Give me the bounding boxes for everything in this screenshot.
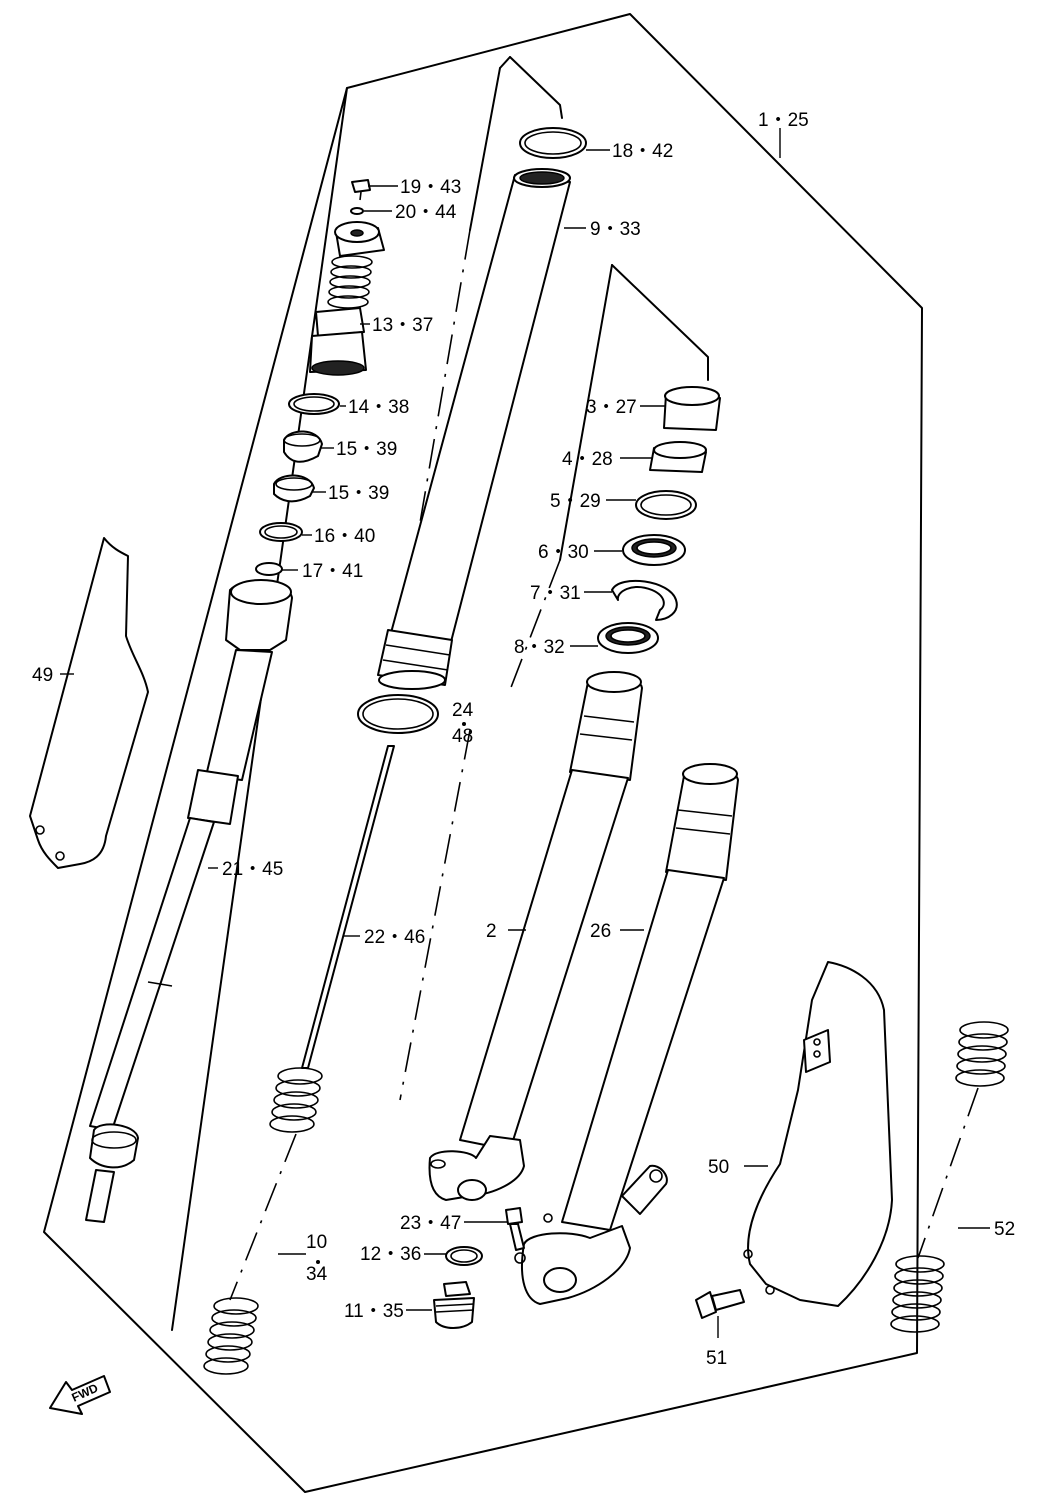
fwd-arrow-icon: FWD [49,1375,111,1415]
bushing-part-4 [649,441,707,473]
callout-9-33: 9・33 [590,219,641,240]
fork-spring-part-52 [890,1021,1009,1333]
ring-part-14 [288,393,340,415]
callout-18-42: 18・42 [612,141,673,162]
outer-tube-part-9 [377,168,571,690]
callout-11-35: 11・35 [344,1301,404,1322]
fork-guard-part-49 [29,537,149,869]
callout-13-37: 13・37 [372,315,433,336]
gasket-part-12 [445,1246,483,1266]
spacer-rod-part-22 [301,745,395,1069]
bolt-part-19 [351,179,371,201]
callout-4-28: 4・28 [562,449,613,470]
callout-1-25: 1・25 [758,110,809,131]
oil-seal-part-6 [622,534,686,566]
washer-part-5 [635,490,697,520]
callout-19-43: 19・43 [400,177,461,198]
callout-20-44: 20・44 [395,202,457,223]
bushing-part-15a [283,430,323,463]
callout-10: 10 [306,1232,327,1253]
bushing-part-3 [663,386,721,431]
bolt-part-51 [695,1289,745,1319]
callout-52: 52 [994,1219,1015,1240]
o-ring-part-18 [519,127,587,159]
callout-7-31: 7・31 [530,583,581,604]
dust-seal-part-8 [597,622,659,654]
callout-14-38: 14・38 [348,397,409,418]
washer-part-20 [350,207,364,215]
callout-23-47: 23・47 [400,1213,461,1234]
callout-3-27: 3・27 [586,397,637,418]
inner-tube-part-26 [514,763,739,1305]
damper-rod-part-21 [85,579,293,1223]
callout-48: 48 [452,726,473,747]
bolt-part-23 [505,1207,525,1251]
leader-lines [60,128,990,1338]
snap-ring-part-17 [255,562,283,576]
bushing-part-15b [273,474,315,503]
callout-12-36: 12・36 [360,1244,421,1265]
callout-15-39-b: 15・39 [328,483,389,504]
callout-5-29: 5・29 [550,491,601,512]
inner-tube-part-2 [428,671,643,1201]
stopper-ring-part-7 [611,579,678,621]
callout-49: 49 [32,665,53,686]
callout-16-40: 16・40 [314,526,375,547]
callout-34: 34 [306,1264,328,1285]
callout-21-45: 21・45 [222,859,283,880]
callout-8-32: 8・32 [514,637,565,658]
cap-spring [327,255,373,309]
fork-cap-part-13 [309,221,385,376]
callout-15-39-a: 15・39 [336,439,397,460]
callout-24: 24 [452,700,474,721]
callout-labels: 1・25 18・42 19・43 20・44 9・33 13・37 3・27 1… [32,110,1015,1369]
callout-51: 51 [706,1348,727,1369]
drain-bolt-part-11 [433,1281,475,1329]
fork-spring-part-10 [203,1067,323,1375]
o-ring-part-24 [357,694,439,734]
callout-2: 2 [486,921,497,942]
callout-50: 50 [708,1157,729,1178]
callout-6-30: 6・30 [538,542,589,563]
callout-26: 26 [590,921,611,942]
fork-guard-part-50 [743,961,893,1307]
callout-22-46: 22・46 [364,927,425,948]
callout-17-41: 17・41 [302,561,363,582]
ring-part-16 [259,522,303,542]
